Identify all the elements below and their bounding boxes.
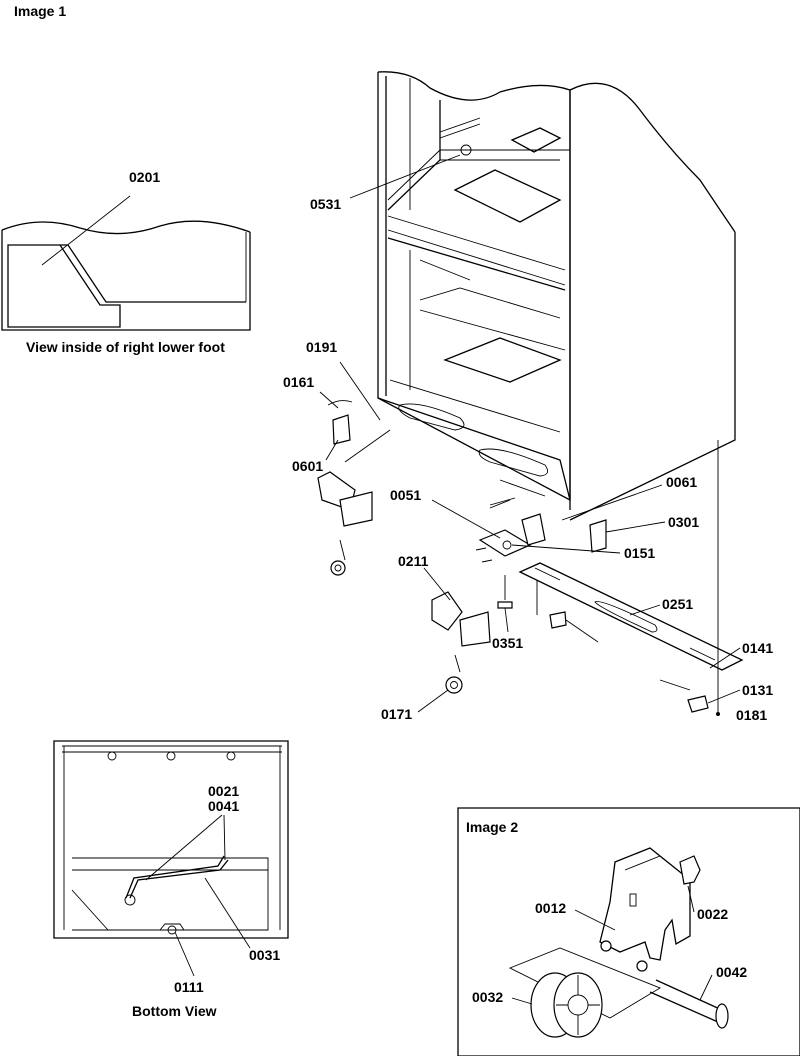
callout-0031: 0031: [249, 947, 280, 963]
image2-inset: [457, 807, 800, 1056]
callout-0131: 0131: [742, 682, 773, 698]
base-rail: [518, 440, 744, 716]
callout-0111: 0111: [174, 979, 204, 995]
callout-0041: 0041: [208, 798, 239, 814]
callout-0051: 0051: [390, 487, 421, 503]
foot-inset: [1, 195, 251, 331]
bottom-view: [53, 740, 289, 977]
callout-0601: 0601: [292, 458, 323, 474]
callout-0181: 0181: [736, 707, 767, 723]
callout-labels: 0201 0531 0191 0161 0601 0061 0051 0301 …: [129, 169, 773, 1005]
callout-0191: 0191: [306, 339, 337, 355]
callout-0032: 0032: [472, 989, 503, 1005]
callout-0022: 0022: [697, 906, 728, 922]
image2-title: Image 2: [466, 819, 518, 835]
callout-0301: 0301: [668, 514, 699, 530]
callout-0201: 0201: [129, 169, 160, 185]
callout-0211: 0211: [398, 553, 429, 569]
callout-0042: 0042: [716, 964, 747, 980]
callout-0161: 0161: [283, 374, 314, 390]
callout-0251: 0251: [662, 596, 693, 612]
center-bracket: [475, 499, 546, 563]
callout-0061: 0061: [666, 474, 697, 490]
right-foot-assembly: [431, 575, 538, 694]
callout-0141: 0141: [742, 640, 773, 656]
callout-0351: 0351: [492, 635, 523, 651]
image1-title: Image 1: [14, 3, 66, 19]
bottom-view-caption: Bottom View: [132, 1003, 217, 1019]
cabinet-assembly: [377, 71, 736, 521]
callout-0021: 0021: [208, 783, 239, 799]
callout-0531: 0531: [310, 196, 341, 212]
callout-0012: 0012: [535, 900, 566, 916]
callout-0171: 0171: [381, 706, 412, 722]
right-bracket: [589, 519, 607, 553]
callout-0151: 0151: [624, 545, 655, 561]
leader-lines: [319, 154, 741, 713]
foot-view-caption: View inside of right lower foot: [26, 339, 225, 355]
left-foot-assembly: [317, 400, 391, 576]
